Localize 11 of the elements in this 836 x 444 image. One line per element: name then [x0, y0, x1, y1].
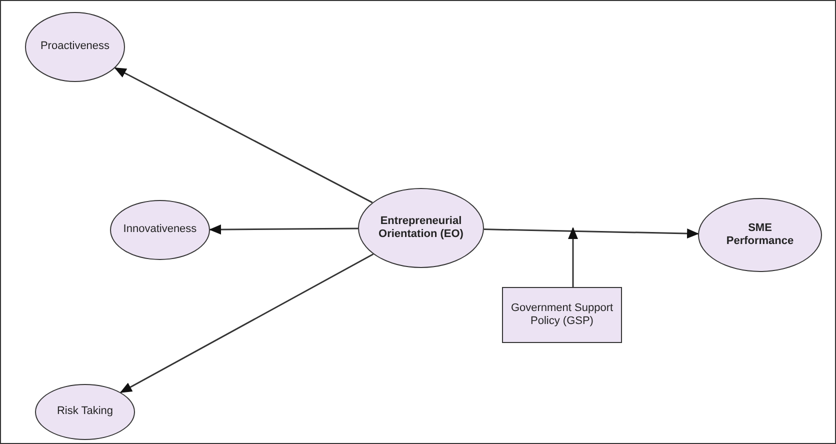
arrow — [114, 67, 373, 204]
construct-ellipse: SME Performance — [698, 198, 822, 272]
construct-ellipse: Risk Taking — [35, 384, 135, 440]
construct-ellipse: Proactiveness — [25, 12, 125, 82]
arrow — [568, 227, 578, 287]
construct-ellipse: Innovativeness — [110, 200, 210, 260]
arrow — [209, 224, 358, 235]
moderator-box: Government Support Policy (GSP) — [502, 287, 622, 343]
construct-ellipse: Entrepreneurial Orientation (EO) — [358, 188, 484, 268]
arrow — [120, 253, 374, 394]
arrow — [484, 228, 700, 238]
